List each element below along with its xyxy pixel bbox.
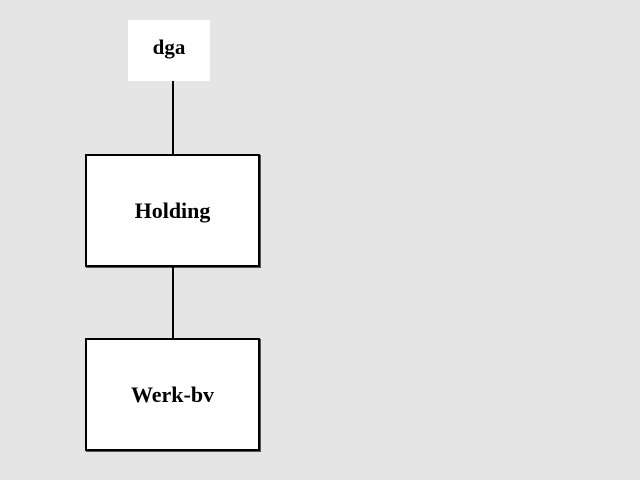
node-dga: dga: [128, 20, 210, 81]
node-werk-bv: Werk-bv: [85, 338, 260, 451]
connector-dga-holding: [172, 81, 174, 154]
node-holding: Holding: [85, 154, 260, 267]
connector-holding-werk-bv: [172, 267, 174, 338]
